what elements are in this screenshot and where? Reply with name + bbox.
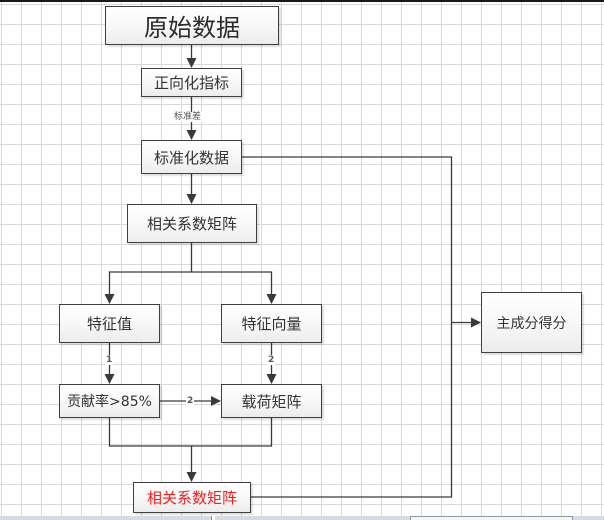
node-label: 贡献率>85% xyxy=(67,394,152,410)
node-label: 正向化指标 xyxy=(153,74,229,92)
node-correlation-matrix[interactable]: 相关系数矩阵 xyxy=(127,204,257,243)
edge-label-std-dev: 标准差 xyxy=(173,112,203,122)
edge-label-step-1: 1 xyxy=(105,355,114,365)
node-label: 主成分得分 xyxy=(496,315,567,332)
node-eigenvectors[interactable]: 特征向量 xyxy=(221,304,322,343)
node-label: 相关系数矩阵 xyxy=(146,215,237,233)
node-label: 载荷矩阵 xyxy=(241,392,302,411)
node-label: 特征值 xyxy=(86,315,132,333)
node-raw-data[interactable]: 原始数据 xyxy=(105,6,279,45)
bottom-toolbar xyxy=(0,516,604,520)
node-eigenvalues[interactable]: 特征值 xyxy=(59,304,160,343)
node-positive-indicators[interactable]: 正向化指标 xyxy=(141,68,242,97)
edge-correlation-branch-right xyxy=(191,271,277,304)
node-label: 特征向量 xyxy=(241,315,302,333)
node-loading-matrix[interactable]: 载荷矩阵 xyxy=(221,384,322,418)
scroll-marker[interactable] xyxy=(211,516,215,520)
node-contribution-rate[interactable]: 贡献率>85% xyxy=(59,384,160,418)
top-border xyxy=(0,0,604,2)
node-label: 相关系数矩阵 xyxy=(146,489,237,507)
edge-merge-left xyxy=(108,418,273,447)
node-correlation-matrix-result[interactable]: 相关系数矩阵 xyxy=(133,482,251,513)
edge-standardized-to-score xyxy=(242,156,453,498)
node-label: 原始数据 xyxy=(144,14,240,42)
edge-label-step-2-vertical: 2 xyxy=(267,355,276,365)
node-principal-component-score[interactable]: 主成分得分 xyxy=(481,292,582,353)
node-label: 标准化数据 xyxy=(153,148,229,167)
node-standardized-data[interactable]: 标准化数据 xyxy=(141,140,242,174)
edge-label-step-2-horizontal: 2 xyxy=(186,396,195,406)
page-tab[interactable] xyxy=(410,516,573,520)
edge-correlation-branch-left xyxy=(104,243,193,304)
